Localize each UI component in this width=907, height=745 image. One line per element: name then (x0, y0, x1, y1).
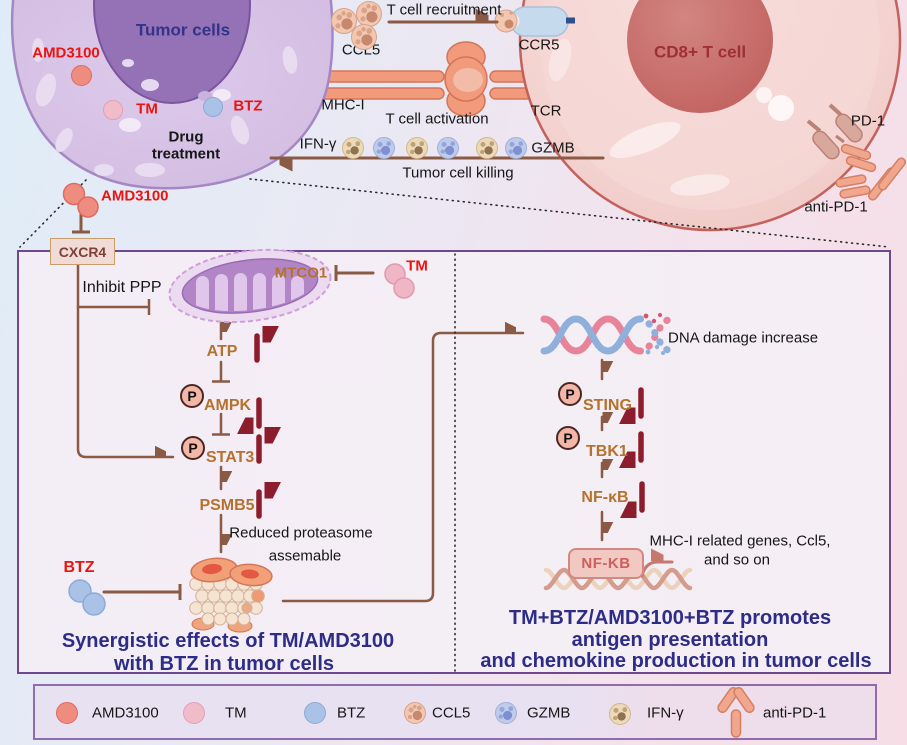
proteasome (189, 557, 273, 633)
amd3100-released-balls (62, 182, 99, 218)
anti-pd1-antibody (835, 143, 906, 201)
promoter-dna (543, 562, 693, 591)
legend-antibody-icon (717, 686, 755, 738)
ccr5-receptor (494, 6, 575, 37)
zoom-dotted-lines (19, 178, 890, 248)
proteasome-to-dna-connector (281, 333, 525, 603)
cd8-highlights (548, 38, 794, 196)
cd8-nucleus (627, 0, 773, 113)
btz-balls (68, 579, 106, 616)
ccl5-docked-ball (494, 9, 518, 33)
cd8-t-cell (518, 0, 902, 232)
tumor-cell (10, 0, 334, 190)
tm-balls (384, 263, 415, 299)
ccr5-membrane-anchor (566, 17, 575, 24)
mhc-tcr-complex (295, 41, 563, 117)
tumor-cell-inner-panel (17, 250, 891, 674)
pathway-arrows (72, 22, 603, 603)
pd1-receptor (806, 103, 863, 160)
regulation-arrows (257, 336, 645, 519)
tumor-nucleus (93, 0, 251, 104)
mitochondria (168, 248, 332, 324)
tumor-cytoplasm-spots (32, 38, 298, 177)
cxcr4-to-stat3-arrow (76, 262, 175, 459)
damaged-dna-helix (540, 313, 676, 355)
